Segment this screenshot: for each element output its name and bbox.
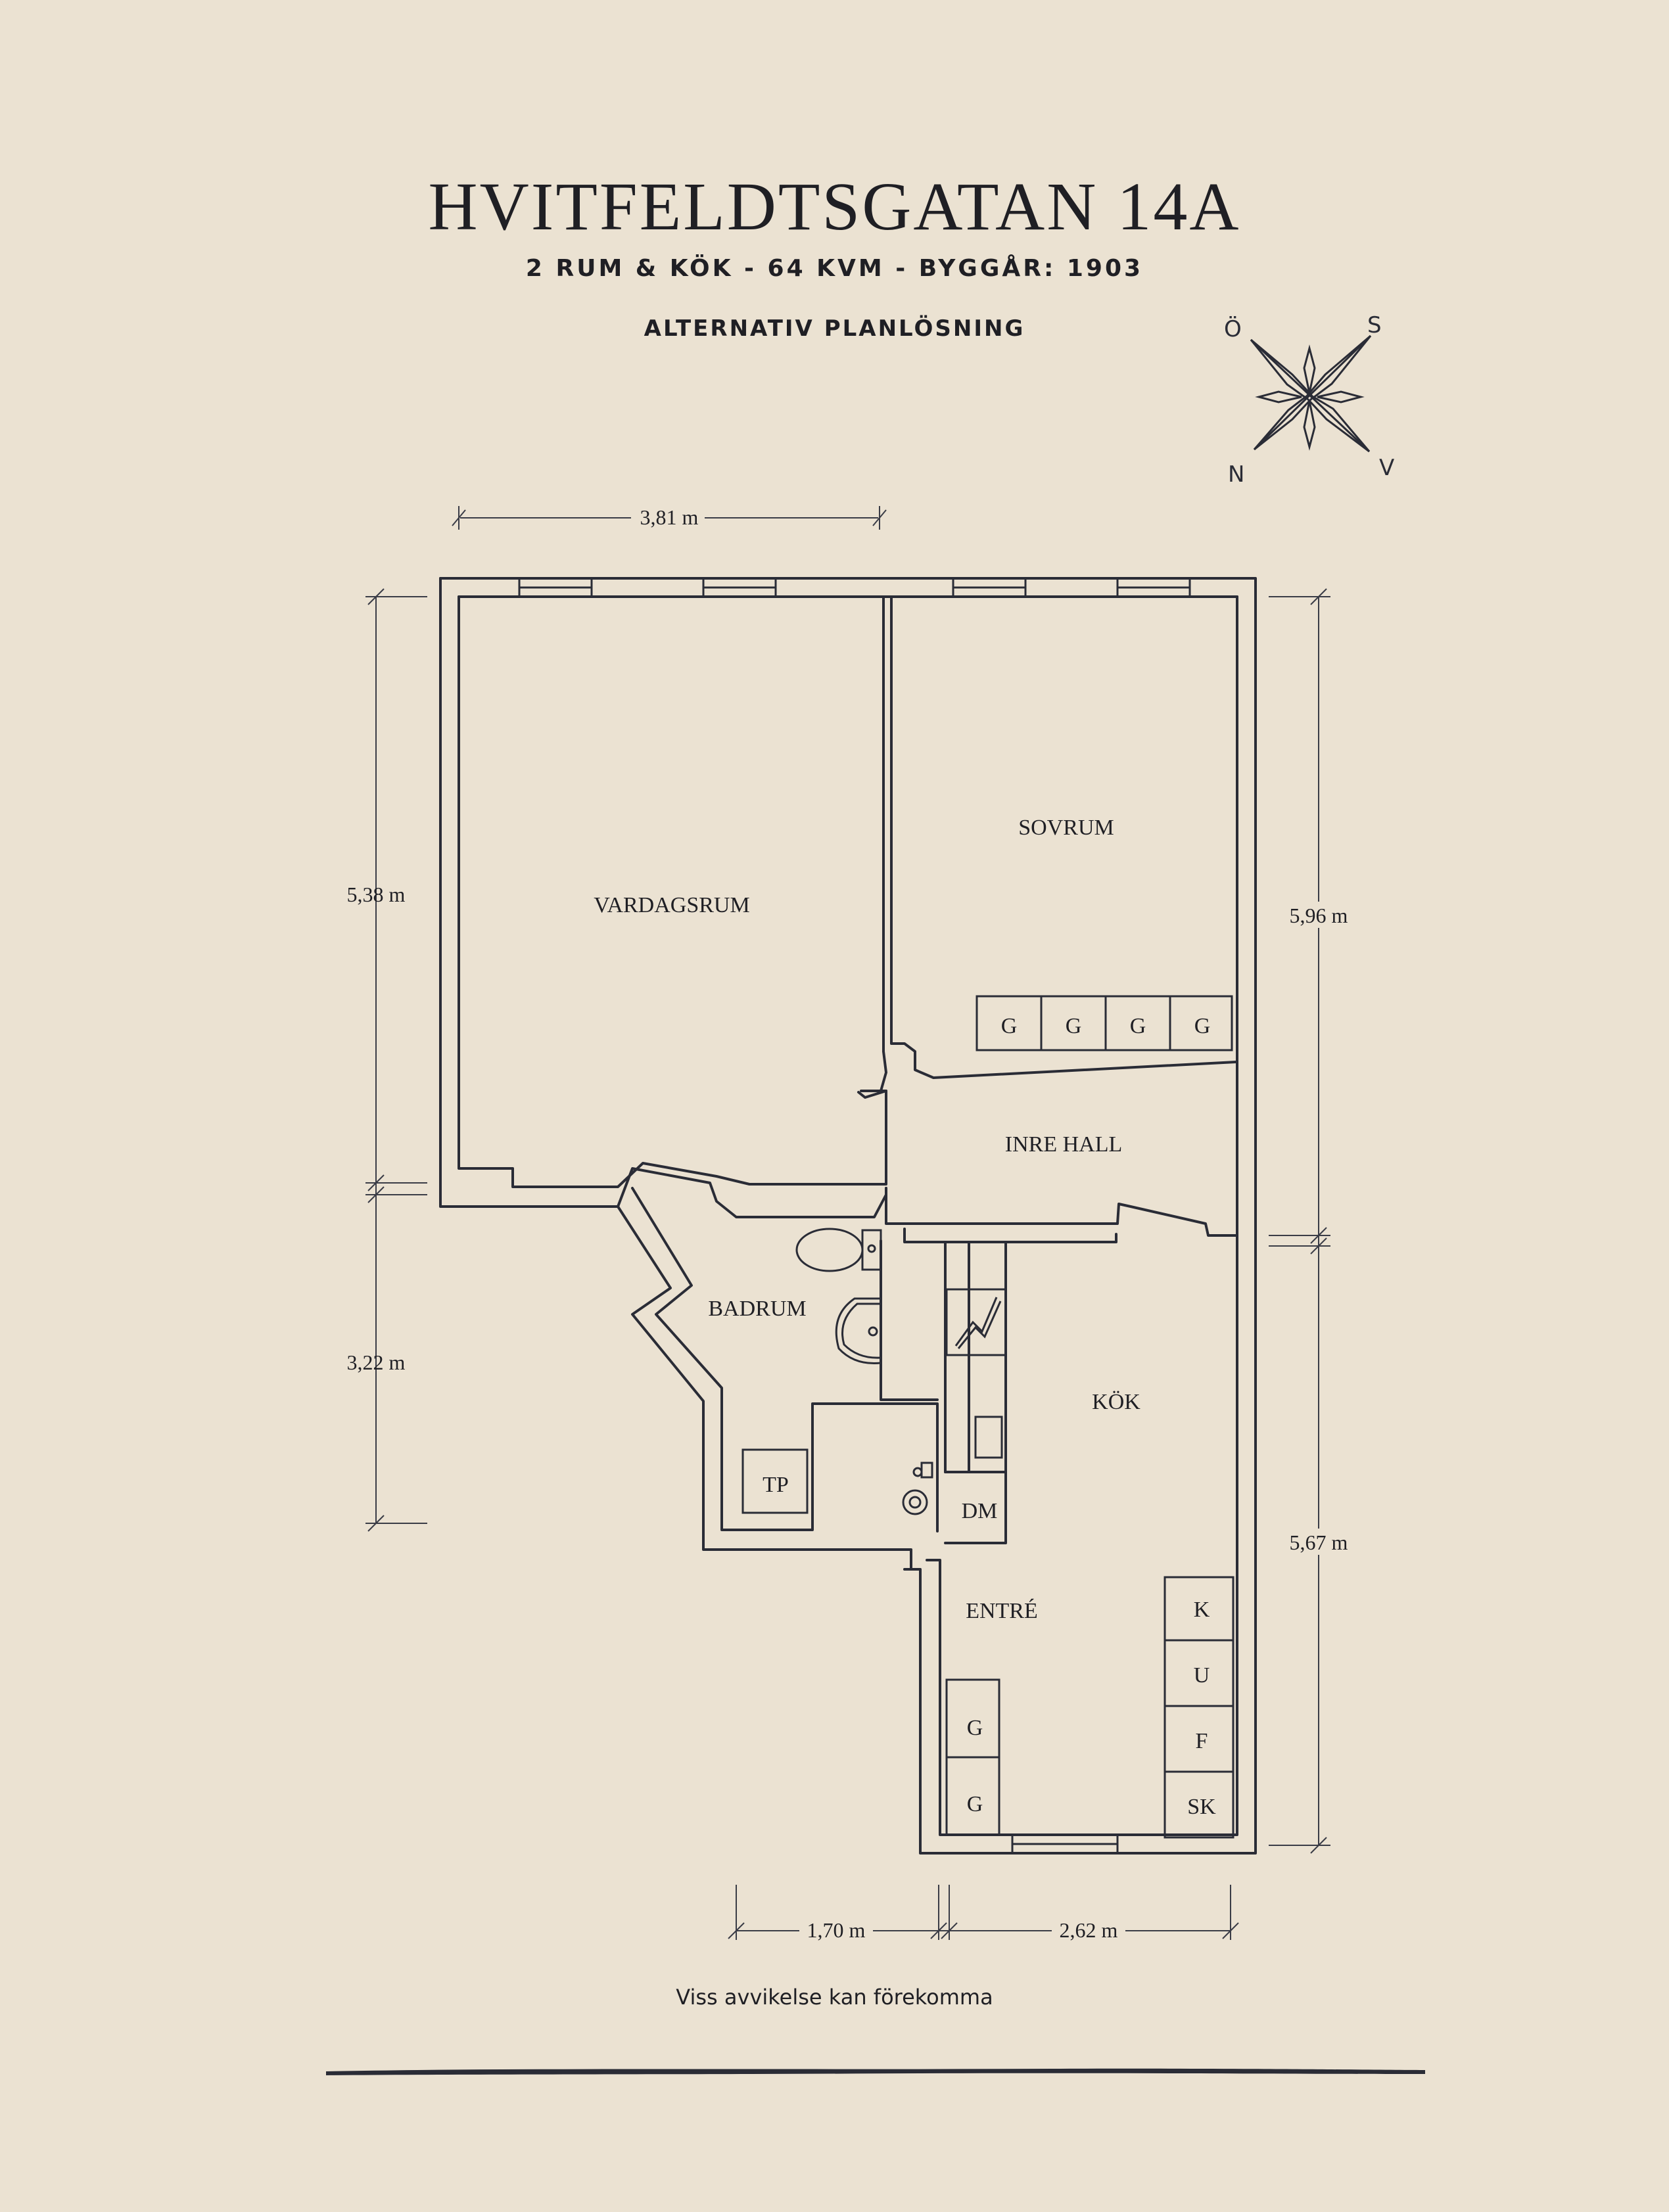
room-label-badrum: BADRUM (708, 1297, 806, 1321)
wardrobe-label: G (1194, 1014, 1211, 1038)
disclaimer-text: Viss avvikelse kan förekomma (676, 1985, 993, 2010)
toilet-icon (795, 1228, 882, 1272)
room-label-inre-hall: INRE HALL (1005, 1132, 1122, 1157)
wardrobe-label: G (967, 1716, 983, 1740)
windows (518, 578, 1191, 1853)
compass-label-nw: Ö (1224, 315, 1242, 342)
kitchen-sink-icon (974, 1416, 1003, 1459)
compass-icon (1250, 334, 1372, 453)
dm-label: DM (962, 1499, 998, 1523)
wardrobe-label: G (1001, 1014, 1018, 1038)
compass-label-ne: S (1367, 312, 1382, 338)
compass-label-sw: N (1228, 461, 1244, 488)
entre-wardrobes (945, 1678, 1000, 1836)
room-label-kok: KÖK (1092, 1390, 1140, 1414)
dimension-top-width: 3,81 m (640, 505, 699, 529)
oven-label: U (1194, 1663, 1210, 1688)
sovrum-wardrobes (976, 995, 1233, 1051)
dimension-bottom-left: 1,70 m (807, 1918, 866, 1942)
divider (326, 2068, 1425, 2075)
wardrobe-label: G (967, 1792, 983, 1816)
property-summary: 2 RUM & KÖK - 64 KVM - BYGGÅR: 1903 (525, 255, 1144, 282)
appliance-column (1164, 1576, 1234, 1839)
shower-drain-icon (902, 1462, 933, 1515)
freezer-label: F (1196, 1729, 1208, 1753)
fridge-label: K (1194, 1598, 1210, 1622)
plan-variant-label: ALTERNATIV PLANLÖSNING (644, 315, 1025, 342)
sink-icon (835, 1297, 882, 1365)
dimension-right-lower: 5,67 m (1290, 1531, 1348, 1554)
room-label-vardagsrum: VARDAGSRUM (594, 893, 749, 917)
page-title: HVITFELDTSGATAN 14A (428, 169, 1241, 244)
dimension-left-lower: 3,22 m (347, 1350, 406, 1374)
dimension-left-upper: 5,38 m (347, 883, 406, 906)
wardrobe-label: G (1066, 1014, 1082, 1038)
tp-box (741, 1448, 809, 1514)
walls (439, 577, 1257, 1855)
room-label-sovrum: SOVRUM (1018, 816, 1114, 840)
tp-label: TP (763, 1473, 789, 1497)
dimension-right-upper: 5,96 m (1290, 904, 1348, 927)
wardrobe-label: G (1130, 1014, 1146, 1038)
cabinet-label: SK (1187, 1795, 1216, 1819)
stove-icon (945, 1288, 1007, 1356)
dimension-lines (365, 506, 1330, 1940)
dimension-bottom-right: 2,62 m (1060, 1918, 1118, 1942)
compass-label-se: V (1379, 455, 1394, 481)
room-label-entre: ENTRÉ (966, 1599, 1038, 1623)
